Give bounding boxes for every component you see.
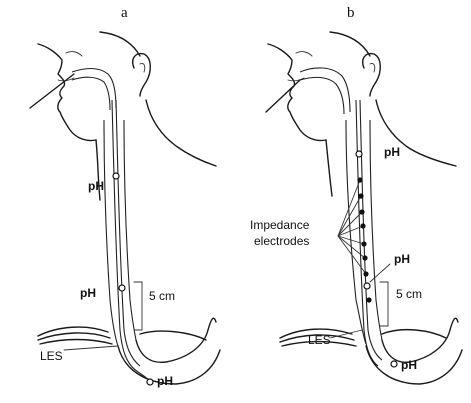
les-leader-b — [330, 330, 362, 338]
diaphragm-a — [38, 327, 112, 344]
catheter-lead-a — [30, 74, 74, 108]
distance-label-b: 5 cm — [396, 287, 422, 301]
stomach-a — [136, 318, 216, 362]
face-profile-b — [268, 44, 326, 141]
ph-sensor-lower-b — [391, 361, 397, 367]
catheter-b — [356, 100, 378, 366]
catheter-lead-b — [266, 80, 300, 112]
ph-sensor-upper-b — [356, 151, 362, 157]
panel-a-letter: a — [121, 5, 128, 21]
impedance-electrode — [357, 177, 362, 182]
head-back-b — [330, 32, 370, 56]
impedance-electrode — [358, 193, 363, 198]
distance-bracket-a — [134, 282, 142, 330]
panel-a: a — [30, 5, 220, 388]
les-label-a: LES — [40, 349, 63, 363]
ph-sensor-lower-a — [147, 379, 153, 385]
ph-label-middle-b: pH — [394, 252, 410, 266]
impedance-electrode — [366, 297, 371, 302]
distance-bracket-b — [380, 282, 388, 326]
eye-a — [66, 52, 82, 56]
ph-label-upper-a: pH — [88, 179, 104, 193]
ph-sensor-upper-a — [113, 173, 119, 179]
impedance-label-line2: electrodes — [254, 234, 309, 248]
stomach-b — [382, 318, 458, 362]
panel-b: b — [250, 5, 462, 384]
face-profile-a — [38, 44, 96, 141]
distance-label-a: 5 cm — [149, 289, 175, 303]
impedance-electrode — [363, 271, 368, 276]
ph-label-lower-b: pH — [401, 358, 417, 372]
impedance-electrode — [361, 241, 366, 246]
neck-back-a — [146, 100, 216, 166]
impedance-electrode — [360, 223, 365, 228]
ph-label-lower-a: pH — [157, 374, 173, 388]
ph-leader-middle-b — [370, 264, 390, 282]
ear-a — [133, 54, 151, 96]
panel-b-letter: b — [347, 5, 355, 21]
catheter-a — [112, 100, 152, 384]
head-back-a — [100, 32, 140, 56]
esophagus-right-wall-a — [124, 120, 136, 340]
les-leader-a — [64, 346, 118, 350]
eye-b — [296, 52, 312, 56]
throat-b — [326, 140, 332, 196]
ph-label-middle-a: pH — [80, 286, 96, 300]
impedance-electrode — [362, 255, 367, 260]
ph-label-upper-b: pH — [384, 145, 400, 159]
ph-sensor-middle-b — [364, 283, 370, 289]
ear-b — [363, 54, 381, 96]
ph-sensor-middle-a — [119, 285, 125, 291]
impedance-label-line1: Impedance — [250, 218, 310, 232]
les-label-b: LES — [308, 333, 331, 347]
esophagus-right-wall-b — [370, 120, 382, 340]
pharynx-b — [300, 68, 350, 112]
impedance-electrode — [359, 209, 364, 214]
